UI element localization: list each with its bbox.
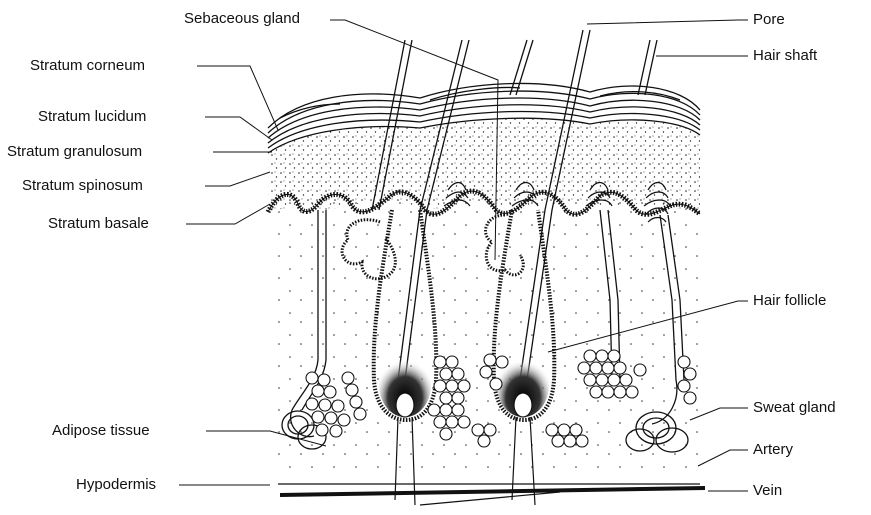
label-stratum-basale: Stratum basale: [48, 215, 149, 233]
label-stratum-corneum: Stratum corneum: [30, 57, 145, 75]
label-stratum-granulosum: Stratum granulosum: [7, 143, 142, 161]
label-vein: Vein: [753, 482, 782, 500]
label-stratum-lucidum: Stratum lucidum: [38, 108, 146, 126]
label-hair-shaft: Hair shaft: [753, 47, 817, 65]
label-hypodermis: Hypodermis: [76, 476, 156, 494]
label-sweat-gland: Sweat gland: [753, 399, 836, 417]
hypodermis-lines: [278, 484, 705, 505]
stratum-granulosum-band: [268, 118, 700, 215]
label-pore: Pore: [753, 11, 785, 29]
label-hair-follicle: Hair follicle: [753, 292, 826, 310]
label-sebaceous-gland: Sebaceous gland: [184, 10, 300, 28]
label-artery: Artery: [753, 441, 793, 459]
label-stratum-spinosum: Stratum spinosum: [22, 177, 143, 195]
label-adipose-tissue: Adipose tissue: [52, 422, 150, 440]
